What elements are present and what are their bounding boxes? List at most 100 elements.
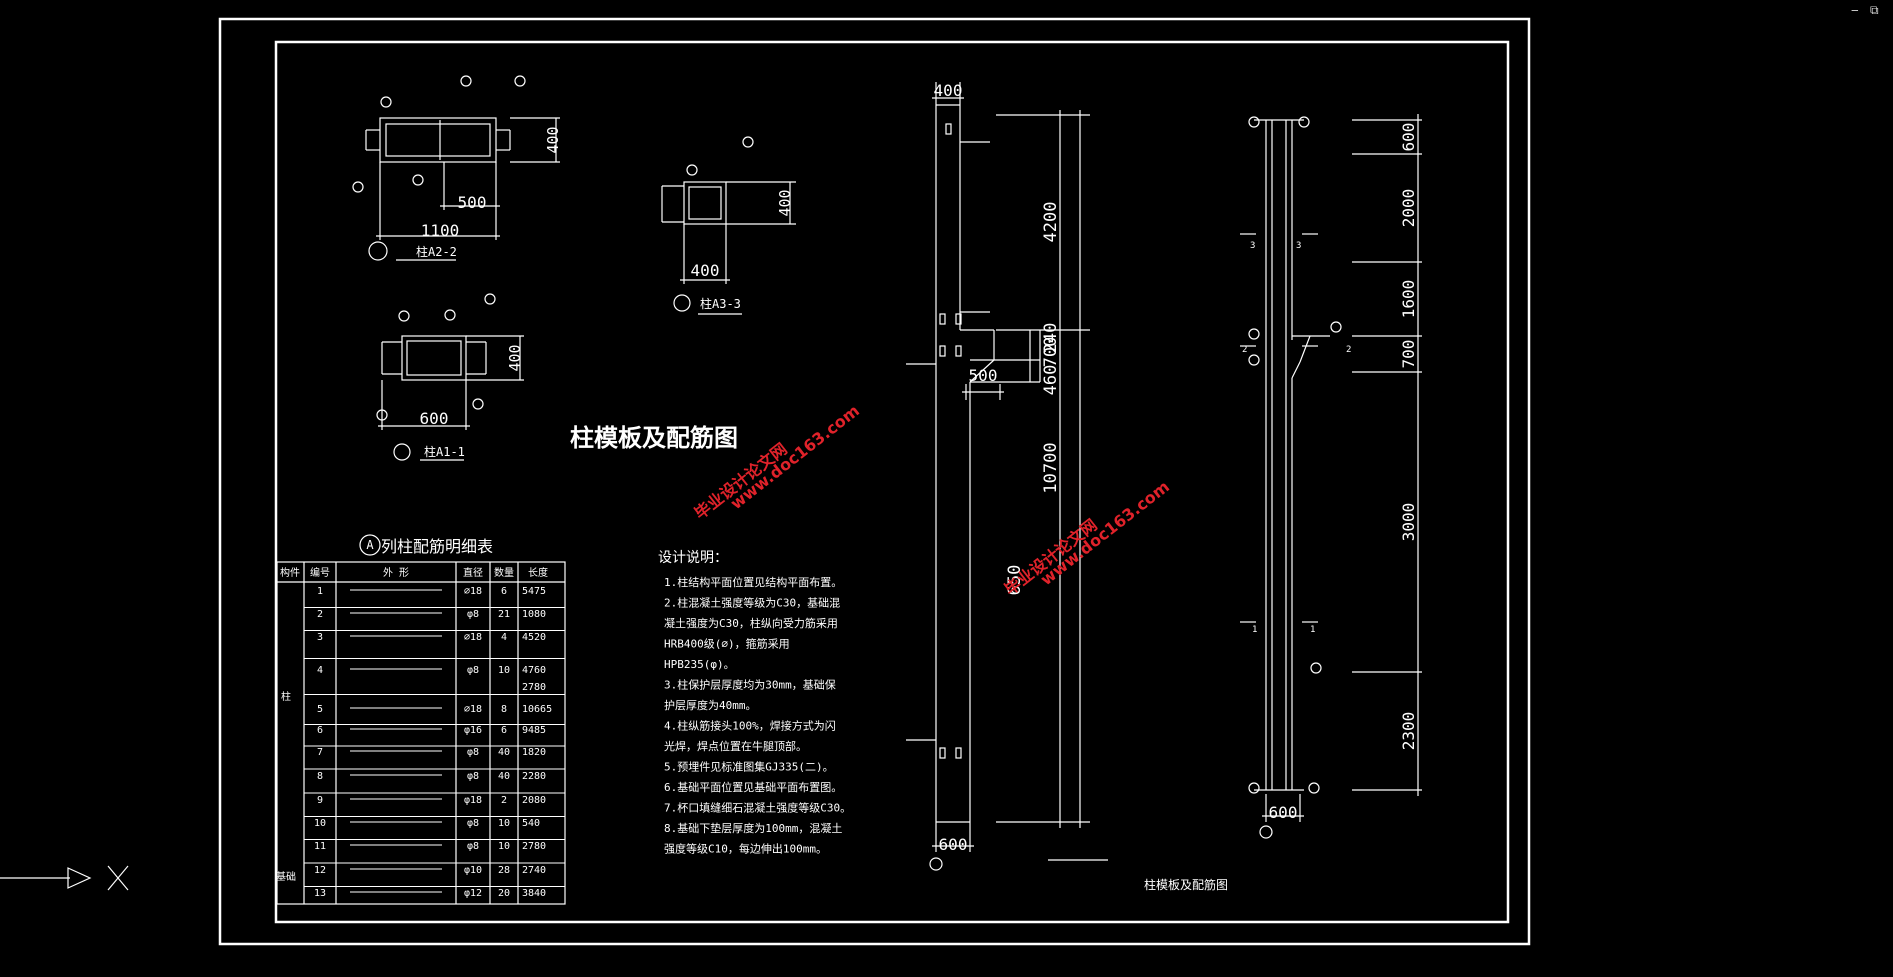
dimension-text: 400: [544, 126, 562, 153]
table-row-len: 4520: [522, 632, 546, 643]
bottom-title: 柱模板及配筋图: [1144, 877, 1228, 892]
table-row-len: 4760: [522, 665, 546, 676]
table-row-dia: ⌀18: [464, 632, 482, 643]
table-header: 长度: [528, 566, 548, 579]
minimize-button[interactable]: ‒: [1851, 3, 1859, 17]
watermark-text: www.doc163.com: [727, 401, 863, 513]
table-row-no: 1: [317, 586, 323, 597]
dimension-text: 600: [1399, 123, 1418, 152]
dimension-text: 400: [506, 344, 524, 371]
column-elevation: [906, 82, 1108, 871]
table-header: 构件: [280, 566, 300, 579]
notes-item: 凝土强度为C30，柱纵向受力筋采用: [664, 616, 838, 630]
section-mark: 3: [1296, 241, 1301, 251]
table-row-len: 2780: [522, 841, 546, 852]
table-row-qty: 4: [501, 632, 507, 643]
table-row-len: 1820: [522, 747, 546, 758]
table-row-dia: ⌀18: [464, 586, 482, 597]
dimension-text: 2000: [1399, 189, 1418, 228]
table-row-no: 6: [317, 725, 323, 736]
dimension-text: 650: [1005, 565, 1025, 596]
notes-item: 5.预埋件见标准图集GJ335(二)。: [664, 760, 834, 774]
table-row-len: 2740: [522, 865, 546, 876]
table-row-qty: 40: [498, 771, 510, 782]
notes-item: 3.柱保护层厚度均为30mm，基础保: [664, 678, 836, 692]
dimension-text: 400: [934, 81, 963, 100]
section-a1-1: [376, 293, 524, 461]
section-a3-3: [661, 136, 796, 315]
dimension-text: 10700: [1041, 442, 1061, 493]
table-row-qty: 20: [498, 888, 510, 899]
table-row-qty: 10: [498, 665, 510, 676]
section-label: 柱A3-3: [700, 296, 741, 311]
table-title: 列柱配筋明细表: [381, 537, 493, 556]
dimension-text: 500: [969, 366, 998, 385]
restore-button[interactable]: ⧉: [1870, 3, 1879, 17]
table-row-len: 2080: [522, 795, 546, 806]
section-mark: 1: [1252, 625, 1257, 635]
dimension-text: 1600: [1399, 280, 1418, 319]
ucs-icon: [0, 865, 129, 891]
section-a2-2: [352, 75, 560, 261]
table-header: 编号: [310, 566, 330, 579]
dimension-text: 600: [1269, 803, 1298, 822]
table-row-len: 3840: [522, 888, 546, 899]
notes-item: 8.基础下垫层厚度为100mm，混凝土: [664, 821, 842, 835]
table-row-len: 540: [522, 818, 540, 829]
table-row-no: 9: [317, 795, 323, 806]
table-row-qty: 10: [498, 841, 510, 852]
table-row-dia: φ8: [467, 747, 479, 758]
notes-item: 2.柱混凝土强度等级为C30，基础混: [664, 596, 840, 610]
table-header: 直径: [463, 566, 483, 579]
table-row-len: 5475: [522, 586, 546, 597]
table-group-label: 柱: [281, 690, 291, 703]
table-row-no: 3: [317, 632, 323, 643]
rebar-elevation: [1240, 114, 1422, 839]
table-row-dia: φ8: [467, 818, 479, 829]
table-row-dia: φ8: [467, 771, 479, 782]
table-row-no: 2: [317, 609, 323, 620]
table-row-dia: ⌀18: [464, 704, 482, 715]
section-mark: 3: [1250, 241, 1255, 251]
table-row-qty: 28: [498, 865, 510, 876]
table-row-no: 11: [314, 841, 326, 852]
rebar-table: [276, 534, 566, 905]
table-row-qty: 6: [501, 586, 507, 597]
table-row-dia: φ8: [467, 609, 479, 620]
section-label: 柱A1-1: [424, 444, 465, 459]
dimension-text: 500: [458, 193, 487, 212]
table-row-qty: 40: [498, 747, 510, 758]
table-row-dia: φ8: [467, 665, 479, 676]
notes-item: 7.杯口填缝细石混凝土强度等级C30。: [664, 801, 851, 815]
table-header: 外 形: [383, 567, 409, 579]
table-row-dia: φ10: [464, 865, 482, 876]
dimension-text: 240: [1041, 323, 1061, 354]
notes-item: HRB400级(⌀)，箍筋采用: [664, 637, 790, 651]
table-group-label: 基础: [276, 870, 296, 883]
table-row-no: 5: [317, 704, 323, 715]
dimension-text: 400: [691, 261, 720, 280]
table-row-len: 1080: [522, 609, 546, 620]
dimension-text: 400: [776, 189, 794, 216]
table-row-dia: φ16: [464, 725, 482, 736]
dimension-text: 700: [1399, 340, 1418, 369]
table-row-len: 10665: [522, 704, 552, 715]
section-mark: 2: [1242, 345, 1247, 355]
table-row-no: 7: [317, 747, 323, 758]
table-row-no: 12: [314, 865, 326, 876]
notes-item: 6.基础平面位置见基础平面布置图。: [664, 780, 842, 794]
dimension-text: 600: [420, 409, 449, 428]
table-row-dia: φ8: [467, 841, 479, 852]
notes-item: 4.柱纵筋接头100%，焊接方式为闪: [664, 719, 836, 733]
table-row-dia: φ12: [464, 888, 482, 899]
section-mark: 2: [1346, 345, 1351, 355]
section-label: 柱A2-2: [416, 244, 457, 259]
dimension-text: 3000: [1399, 503, 1418, 542]
notes-item: 强度等级C10，每边伸出100mm。: [664, 842, 827, 856]
inner-frame: [274, 40, 1510, 924]
table-row-qty: 8: [501, 704, 507, 715]
notes-item: 护层厚度为40mm。: [664, 698, 757, 712]
dimension-text: 460: [1041, 365, 1061, 396]
dimension-text: 700: [1041, 337, 1061, 368]
